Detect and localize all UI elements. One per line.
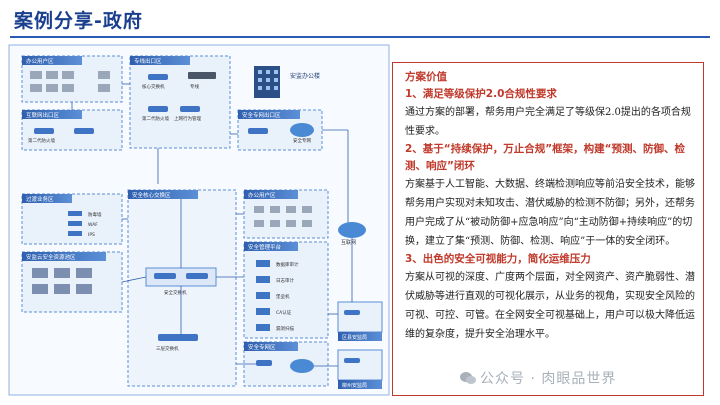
region-box-b: 柳州安监局 — [337, 349, 383, 389]
zone-cloud-center: 安监云安全资源池区 — [21, 251, 123, 313]
zone-label-security-mgmt: 安全管理平台 — [248, 243, 282, 251]
zone-label-cloud-center: 安监云安全资源池区 — [26, 253, 76, 261]
wechat-icon — [460, 372, 476, 384]
internet-label: 互联网 — [341, 239, 356, 246]
ca-label: CA认证 — [276, 309, 292, 316]
fw2-label: 第二代防火墙 — [28, 137, 55, 144]
zone-label-security-exit: 安全专网出口区 — [242, 111, 281, 119]
fw-next-label: 第二代防火墙 — [142, 115, 169, 122]
item1-title: 1、满足等级保护2.0合规性要求 — [405, 88, 557, 100]
item2-title: 2、基于“持续保护，万止合规”框架，构建“预测、防御、检测、响应”闭环 — [405, 143, 686, 172]
title-divider — [10, 36, 710, 38]
waf-label: WAF — [88, 222, 98, 228]
top-links — [71, 83, 349, 224]
item1-body: 通过方案的部署，帮务用户完全满足了等级保2.0提出的各项合规性要求。 — [405, 107, 691, 137]
internet-cloud-icon — [338, 222, 366, 238]
bastion-label: 堡垒机 — [276, 293, 290, 300]
sec-cloud-icon — [74, 128, 94, 134]
zone-security-mgmt: 安全管理平台 数据库审计 日志审计 堡垒机 CA认证 漏洞扫描 — [243, 241, 329, 339]
zone-label-core-sw: 安全核心交换区 — [132, 191, 171, 199]
item3-body: 方案从可视的深度、广度两个层面，对全网资产、资产脆弱性、潜伏威胁等进行直观的可视… — [405, 272, 695, 340]
bottom-links — [121, 199, 353, 367]
pc-icons — [30, 71, 110, 92]
dedicated-label: 专线 — [190, 83, 199, 90]
cloud-icon — [290, 123, 314, 137]
db-audit-label: 数据库审计 — [276, 261, 299, 268]
online-behavior-icon — [180, 106, 200, 112]
watermark: 公众号 · 肉眼品世界 — [460, 368, 616, 388]
l3-switch-label: 三层交换机 — [156, 345, 179, 352]
online-behavior-label: 上网行为管理 — [174, 115, 201, 122]
fw-security-exit-icon — [248, 128, 268, 134]
region-label-b: 柳州安监局 — [342, 382, 367, 389]
zone-label-internet-exit: 互联网出口区 — [26, 111, 60, 119]
sec-cloud-label: 安全专网 — [293, 137, 311, 144]
zone-dedicated-exit: 专线出口区 — [129, 55, 231, 149]
zone-label-proxy: 过渡业务区 — [26, 195, 54, 203]
sec-sw-label: 安全交换机 — [164, 289, 187, 296]
region-label-a: 区县安监局 — [342, 334, 367, 341]
log-audit-label: 日志审计 — [276, 277, 294, 284]
item2-body: 方案基于人工智能、大数据、终端检测响应等前沿安全技术，能够帮务用户实现对未知攻击… — [405, 179, 695, 247]
zone-label-office-user: 办公用户区 — [26, 57, 54, 65]
fw-next-icon — [148, 106, 168, 112]
antivirus-label: 防毒墙 — [88, 211, 102, 218]
watermark-text: 公众号 · 肉眼品世界 — [480, 371, 617, 387]
building-label: 安监办公楼 — [290, 72, 320, 80]
vuln-scan-label: 漏洞扫描 — [276, 325, 294, 332]
zone-security-net: 安全专网区 — [243, 341, 329, 387]
value-panel: 方案价值 1、满足等级保护2.0合规性要求 通过方案的部署，帮务用户完全满足了等… — [392, 62, 704, 396]
core-switch-label: 核心交换机 — [142, 83, 165, 90]
zone-core-sw: 安全核心交换区 安全交换机 三层交换机 — [127, 189, 237, 387]
fw2-icon — [34, 128, 54, 134]
panel-heading: 方案价值 — [405, 71, 447, 83]
zone-label-dedicated-exit: 专线出口区 — [134, 57, 162, 65]
zone-label-security-net: 安全专网区 — [248, 343, 276, 351]
ips-label: IPS — [88, 232, 95, 238]
building-icon — [254, 66, 280, 98]
network-diagram: 办公用户区 专线出口区 互联网出口区 安全专网出口区 安监办公楼 核心交换机 专… — [8, 44, 390, 396]
zone-label-office-user2: 办公用户区 — [248, 191, 276, 199]
router-icon — [188, 72, 216, 79]
page-title: 案例分享-政府 — [14, 10, 143, 32]
item3-title: 3、出色的安全可视能力，简化运维压力 — [405, 253, 591, 265]
zone-proxy: 过渡业务区 防毒墙 WAF IPS — [21, 193, 123, 245]
region-box-a: 区县安监局 — [337, 301, 383, 341]
core-switch-icon — [148, 74, 168, 80]
zone-office-user2: 办公用户区 — [243, 189, 329, 239]
